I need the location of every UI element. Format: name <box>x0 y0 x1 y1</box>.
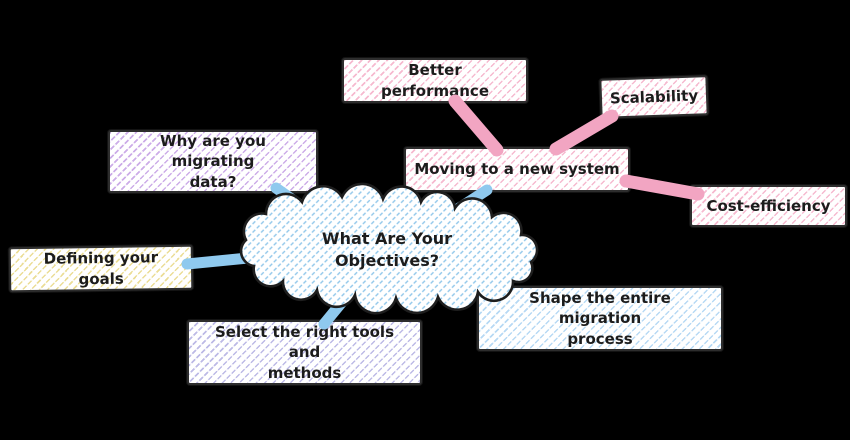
node-select-right-tools-and-methods: Select the right tools and methods <box>187 320 422 385</box>
connector-moving-scalability <box>549 109 619 156</box>
connector-moving-cost-efficiency <box>619 174 705 201</box>
node-cost-efficiency: Cost-efficiency <box>690 185 847 227</box>
node-defining-your-goals: Defining your goals <box>8 244 194 293</box>
center-cloud-label: What Are Your Objectives? <box>321 229 453 270</box>
node-scalability: Scalability <box>599 75 709 119</box>
node-moving-to-new-system: Moving to a new system <box>404 147 630 192</box>
node-why-are-you-migrating-data: Why are you migrating data? <box>108 130 318 193</box>
node-shape-entire-migration-process: Shape the entire migration process <box>477 286 723 351</box>
connector-cloud-moving-system <box>444 184 493 220</box>
connector-cloud-defining-goals <box>181 252 254 270</box>
connector-moving-better-performance <box>448 94 504 157</box>
node-better-performance: Better performance <box>342 58 528 103</box>
